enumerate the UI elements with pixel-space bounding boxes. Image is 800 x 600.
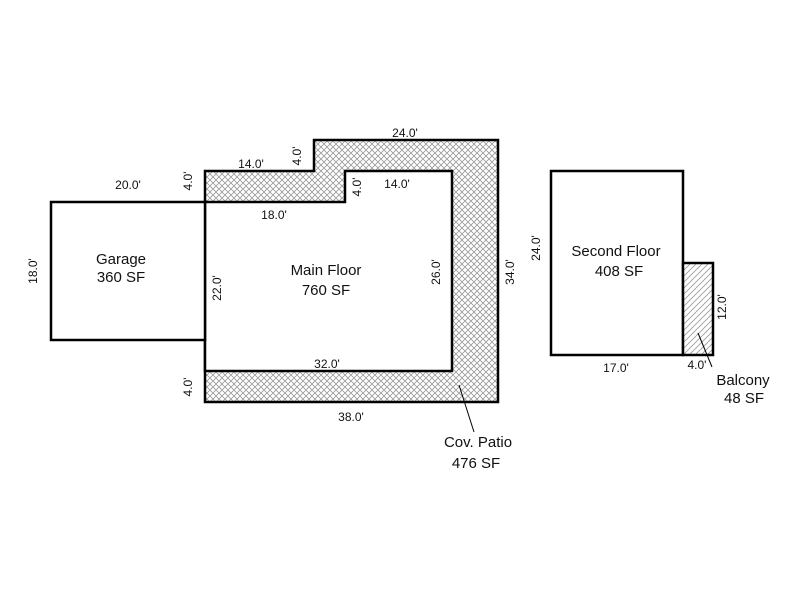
main-left-height-dim: 22.0': [210, 275, 224, 301]
second-floor-area-label: 408 SF: [595, 263, 643, 280]
second-floor-area: [549, 169, 685, 357]
main-top-left-width-dim: 18.0': [261, 208, 287, 222]
covered-patio-label: Cov. Patio: [444, 434, 512, 451]
balcony-height-dim: 12.0': [715, 294, 729, 320]
patio-bottom-width-dim: 38.0': [338, 410, 364, 424]
covered-patio-area-label: 476 SF: [452, 455, 500, 472]
main-floor-area: [203, 169, 454, 373]
main-right-height-dim: 26.0': [429, 259, 443, 285]
patio-right-height-dim: 34.0': [503, 259, 517, 285]
main-floor-area-label: 760 SF: [302, 282, 350, 299]
second-floor-width-dim: 17.0': [603, 361, 629, 375]
balcony-width-dim: 4.0': [688, 358, 707, 372]
garage-height-dim: 18.0': [26, 258, 40, 284]
balcony-leader-line: [697, 332, 713, 368]
garage-area: [49, 200, 207, 342]
balcony-area: [681, 261, 715, 357]
patio-leader-line: [458, 384, 475, 433]
garage-label: Garage: [96, 251, 146, 268]
main-top-right-width-dim: 14.0': [384, 177, 410, 191]
balcony-label: Balcony: [716, 372, 770, 389]
patio-top-left-depth-dim: 4.0': [181, 172, 195, 191]
balcony-area-label: 48 SF: [724, 390, 764, 407]
patio-step-rise-dim: 4.0': [290, 147, 304, 166]
garage-width-dim: 20.0': [115, 178, 141, 192]
second-floor-label: Second Floor: [571, 243, 660, 260]
main-floor-label: Main Floor: [291, 262, 362, 279]
main-step-rise-dim: 4.0': [350, 178, 364, 197]
patio-top-width-dim: 24.0': [392, 126, 418, 140]
main-bottom-width-dim: 32.0': [314, 357, 340, 371]
patio-bottom-depth-dim: 4.0': [181, 378, 195, 397]
second-floor-height-dim: 24.0': [529, 235, 543, 261]
garage-area-label: 360 SF: [97, 269, 145, 286]
patio-top-left-width-dim: 14.0': [238, 157, 264, 171]
